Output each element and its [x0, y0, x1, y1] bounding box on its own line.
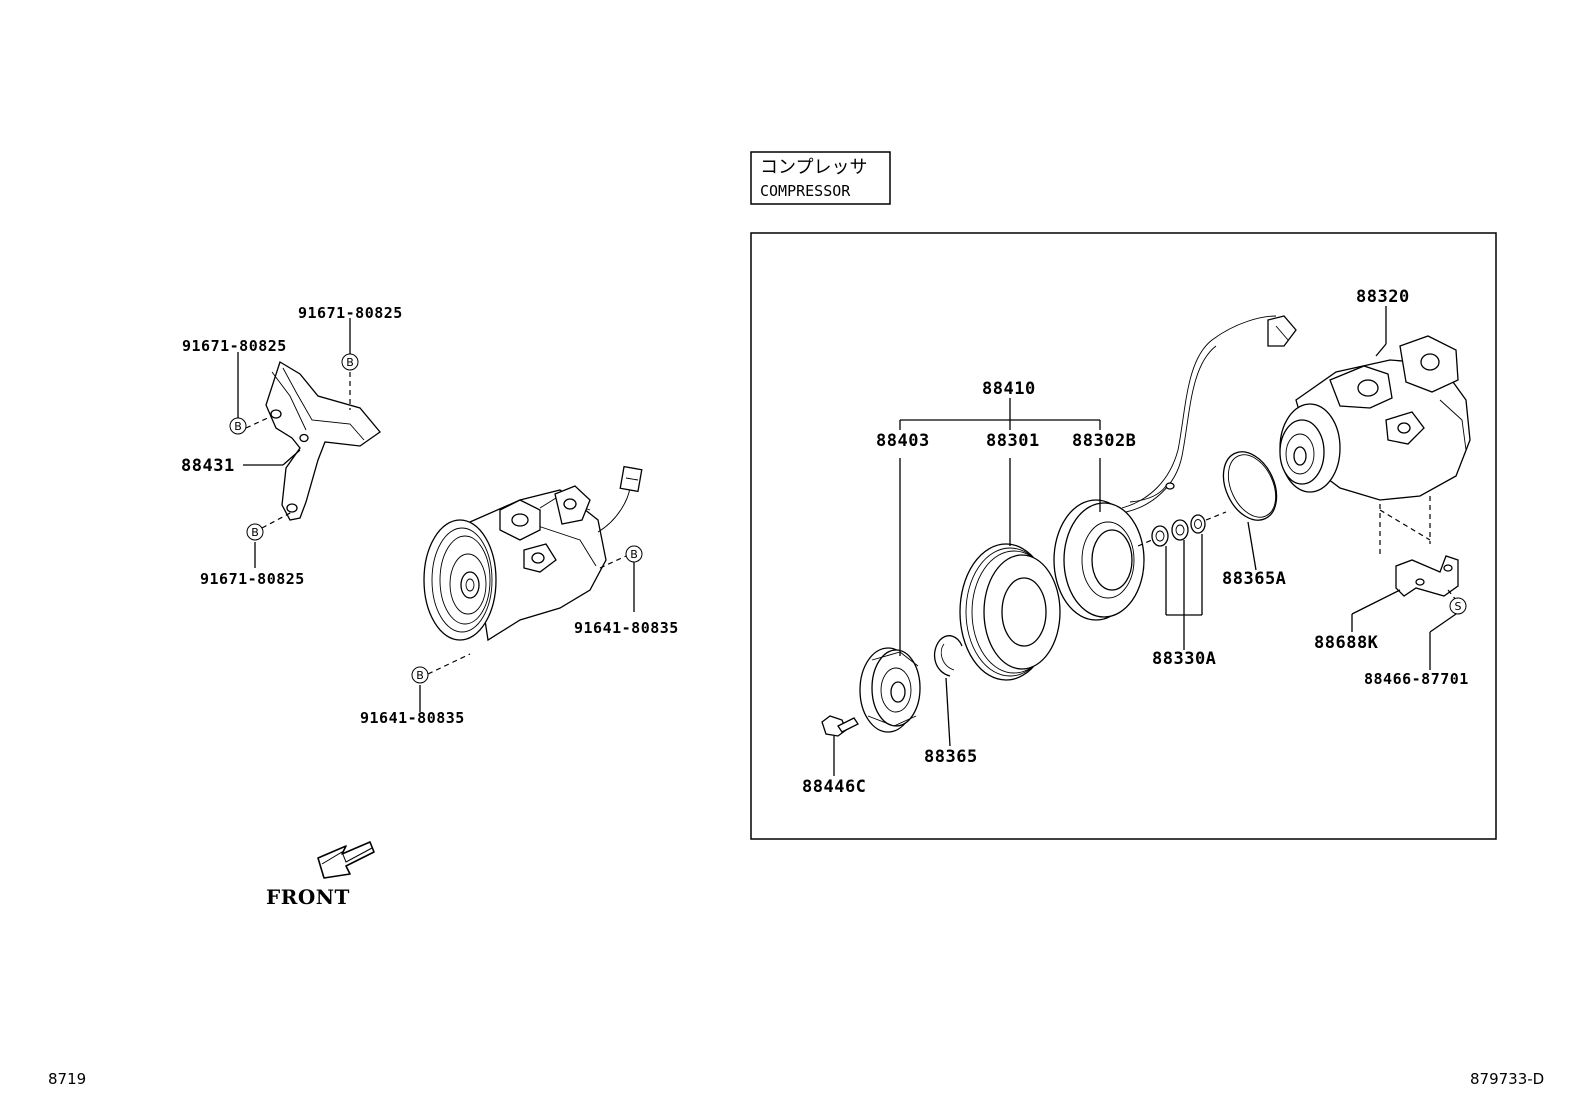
- bolt-mark-b: B: [246, 523, 264, 541]
- title-english: COMPRESSOR: [760, 182, 851, 200]
- bolt-mark-b: B: [341, 353, 359, 371]
- bolt-mark-b: B: [229, 417, 247, 435]
- part-number-hub-bolt: 88446C: [802, 777, 866, 797]
- part-number-snap-ring: 88365: [924, 747, 978, 767]
- svg-text:B: B: [251, 526, 259, 539]
- hub-drawing: [859, 647, 921, 733]
- bracket-drawing: [265, 361, 381, 521]
- bolt-mark-b: B: [625, 545, 643, 563]
- part-number-bolt: 91641-80835: [574, 619, 679, 637]
- part-number-bracket-k: 88688K: [1314, 633, 1379, 653]
- part-number-field-coil: 88302B: [1072, 431, 1136, 451]
- hub-bolt-drawing: [821, 715, 859, 737]
- bracket-k-drawing: [1395, 555, 1459, 597]
- shims-drawing: [1151, 514, 1206, 547]
- part-number-hub: 88403: [876, 431, 930, 451]
- screw-mark-s: S: [1449, 597, 1467, 615]
- snap-ring-drawing: [933, 635, 963, 677]
- part-number-bracket: 88431: [181, 456, 235, 476]
- front-arrow-icon: [317, 841, 375, 879]
- part-number-screw: 88466-87701: [1364, 670, 1469, 688]
- illustration-id: 879733-D: [1470, 1070, 1544, 1088]
- pulley-drawing: [959, 543, 1061, 681]
- svg-text:B: B: [416, 669, 424, 682]
- svg-text:S: S: [1455, 600, 1462, 613]
- svg-text:B: B: [346, 356, 354, 369]
- svg-text:B: B: [234, 420, 242, 433]
- title-box: コンプレッサ COMPRESSOR: [750, 151, 891, 205]
- part-number-bolt: 91671-80825: [298, 304, 403, 322]
- part-number-compressor: 88320: [1356, 287, 1410, 307]
- part-number-bolt: 91671-80825: [182, 337, 287, 355]
- part-number-clutch-assembly: 88410: [982, 379, 1036, 399]
- bolt-mark-b: B: [411, 666, 429, 684]
- part-number-o-ring: 88365A: [1222, 569, 1286, 589]
- o-ring-drawing: [1222, 451, 1278, 521]
- part-number-bolt: 91671-80825: [200, 570, 305, 588]
- part-number-shims: 88330A: [1152, 649, 1216, 669]
- detail-frame: [750, 232, 1497, 840]
- compressor-body-drawing: [1279, 335, 1471, 501]
- front-label: FRONT: [266, 885, 350, 909]
- part-number-bolt: 91641-80835: [360, 709, 465, 727]
- page-reference: 8719: [48, 1070, 86, 1088]
- part-number-pulley: 88301: [986, 431, 1040, 451]
- title-japanese: コンプレッサ: [760, 157, 867, 178]
- compressor-drawing: [423, 465, 643, 642]
- svg-text:B: B: [630, 548, 638, 561]
- field-coil-drawing: [1053, 315, 1297, 621]
